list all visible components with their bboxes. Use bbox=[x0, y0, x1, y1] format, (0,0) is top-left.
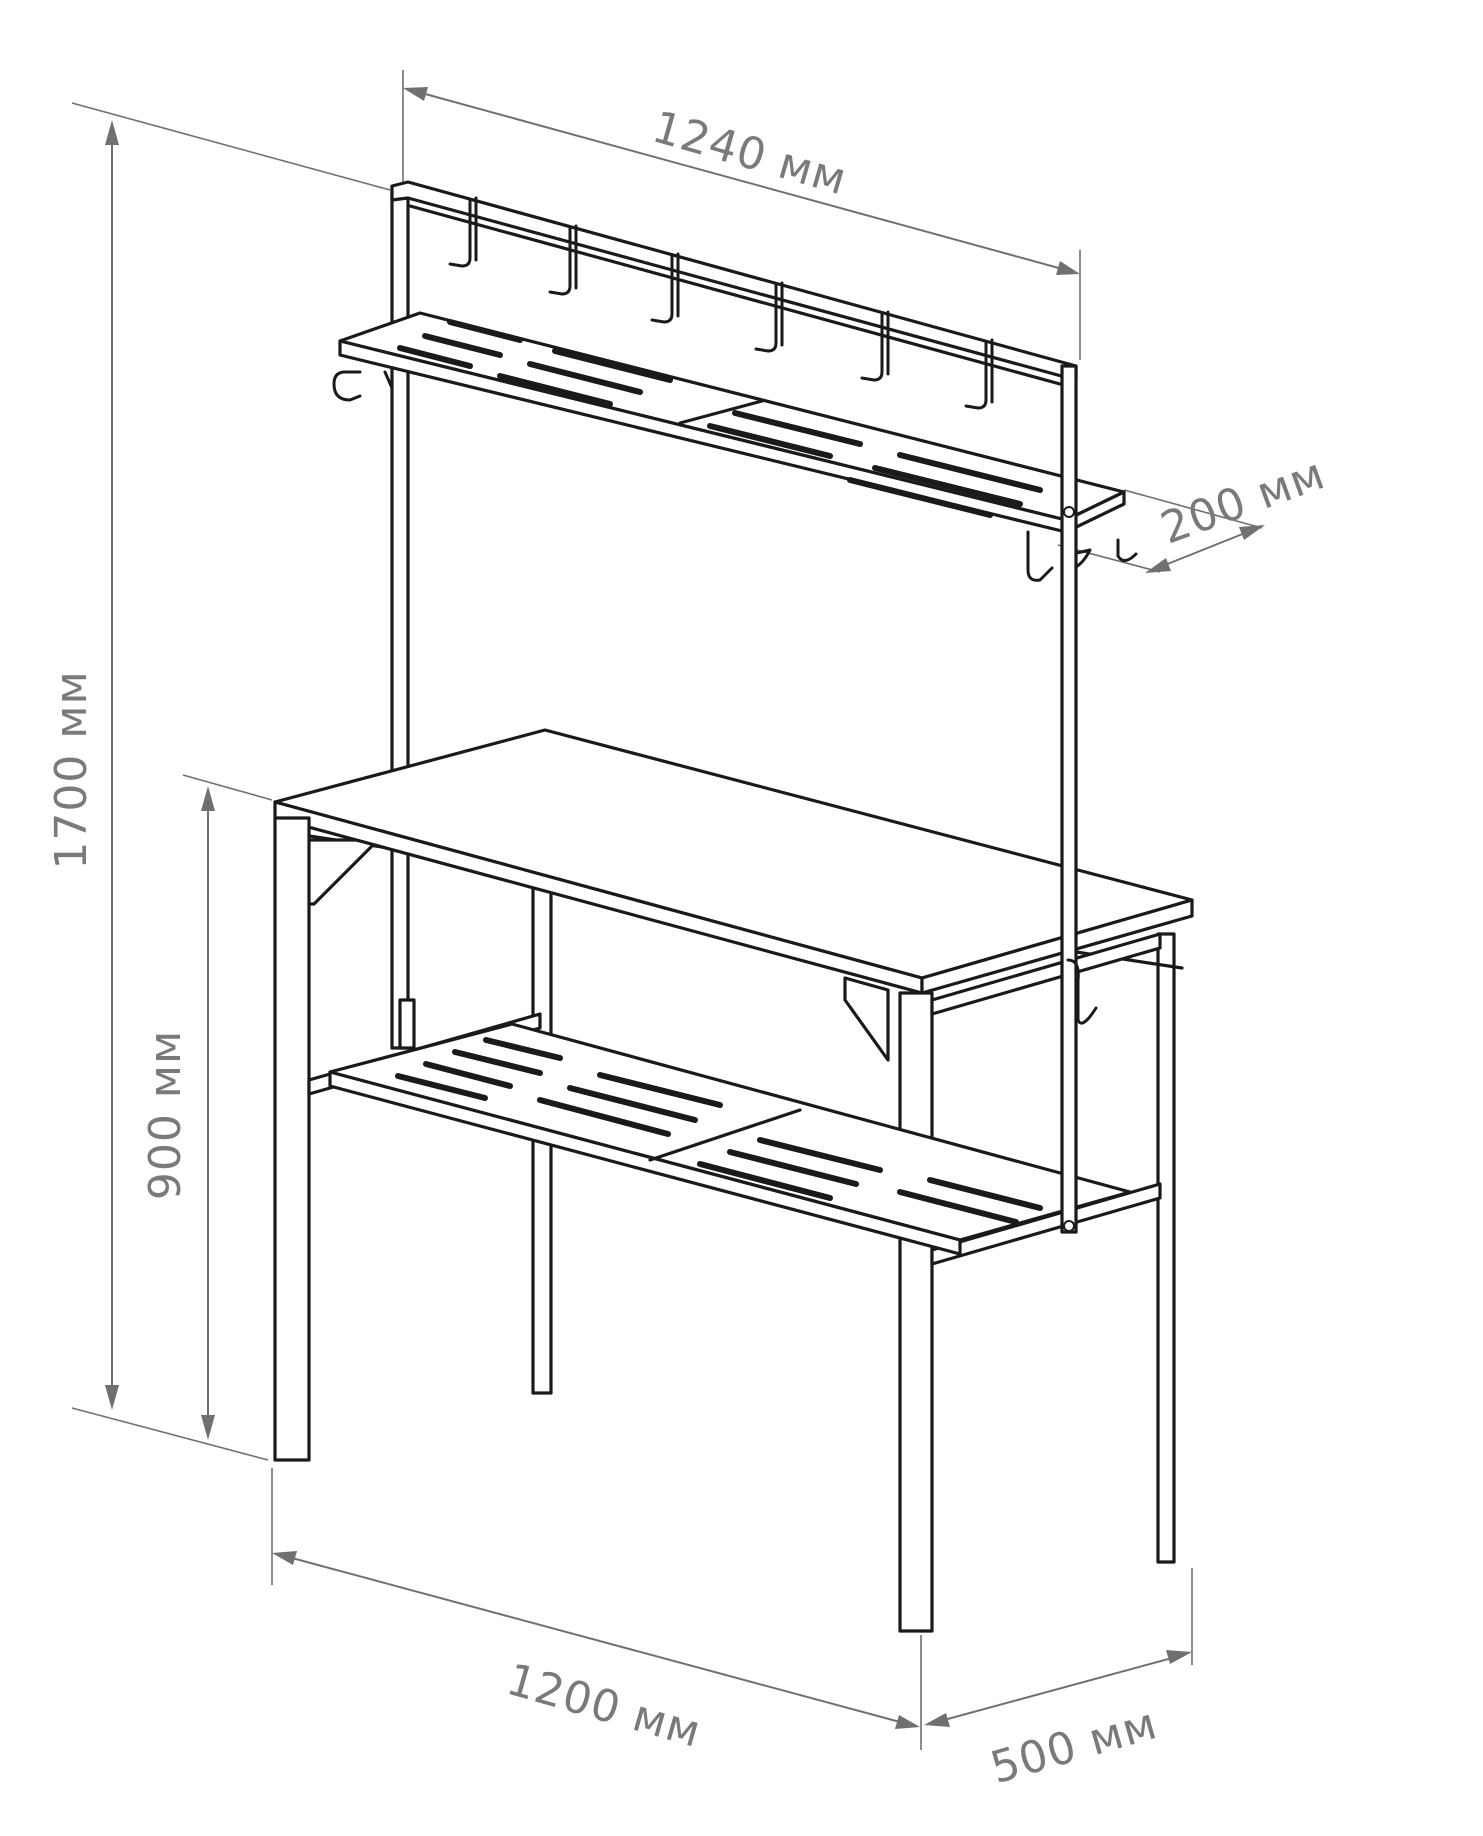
ext-line-shelf-depth bbox=[1123, 489, 1263, 529]
shelf-slot bbox=[452, 1049, 543, 1076]
shelf-slot bbox=[567, 1085, 698, 1123]
label-total-height: 1700 мм bbox=[46, 670, 97, 869]
right-upper-side-rail bbox=[930, 932, 1162, 1016]
dim-line-table-width bbox=[291, 1557, 901, 1723]
ext-line-table-top bbox=[182, 774, 273, 801]
shelf-slot bbox=[727, 1149, 859, 1187]
upper-shelf-front-edge bbox=[338, 339, 1068, 534]
shelf-slot bbox=[732, 410, 863, 447]
arrowhead bbox=[924, 1713, 950, 1727]
ext-line-height-bottom bbox=[71, 1407, 269, 1461]
shelf-slot bbox=[447, 319, 523, 343]
shelf-slot bbox=[552, 348, 673, 383]
bolt-icon bbox=[1063, 506, 1075, 518]
left-post-foot bbox=[398, 998, 416, 1050]
shelf-slot bbox=[397, 345, 473, 369]
arrowhead bbox=[1145, 558, 1171, 573]
dimension-lines bbox=[71, 70, 1265, 1750]
label-table-width: 1200 мм bbox=[501, 1654, 707, 1758]
shelf-slot bbox=[757, 1137, 883, 1173]
right-upright bbox=[1060, 364, 1098, 1234]
arrowhead bbox=[201, 786, 215, 811]
hook-icon bbox=[383, 370, 394, 390]
arrowhead bbox=[272, 1551, 297, 1565]
hook-icon bbox=[964, 340, 988, 410]
shelf-slot bbox=[897, 452, 1043, 493]
lower-shelf bbox=[328, 1022, 1132, 1256]
shelf-slot bbox=[483, 1037, 563, 1061]
dim-line-table-depth bbox=[943, 1657, 1173, 1721]
label-top-width: 1240 мм bbox=[647, 102, 853, 206]
hook-icon bbox=[754, 283, 778, 353]
shelf-slot bbox=[697, 1161, 833, 1201]
upper-shelf bbox=[338, 311, 1126, 534]
lower-shelf-seam bbox=[648, 1108, 802, 1162]
shelf-slot bbox=[497, 373, 613, 407]
right-post bbox=[1060, 364, 1078, 1234]
arrowhead bbox=[201, 1415, 215, 1440]
dim-line-top-width bbox=[417, 91, 1067, 271]
arrowhead bbox=[1056, 261, 1080, 275]
arrowhead bbox=[105, 1385, 119, 1410]
shelf-slot bbox=[927, 1177, 1043, 1211]
shelf-slot bbox=[422, 333, 503, 358]
lower-shelf-front-edge bbox=[328, 1070, 962, 1256]
top-rail-hooks bbox=[448, 196, 994, 410]
shelf-slot bbox=[527, 361, 643, 395]
hook-icon bbox=[548, 226, 572, 296]
upper-shelf-seam bbox=[678, 399, 764, 425]
arrowhead bbox=[403, 87, 428, 101]
hook-icon bbox=[332, 370, 362, 402]
hook-icon bbox=[1116, 538, 1138, 562]
shelf-slot bbox=[597, 1072, 723, 1108]
arrowhead bbox=[1239, 525, 1265, 540]
back-right-leg bbox=[1156, 932, 1176, 1564]
shelf-slot bbox=[423, 1061, 513, 1089]
label-shelf-depth: 200 мм bbox=[1154, 448, 1332, 554]
front-left-leg bbox=[273, 816, 311, 1462]
label-table-depth: 500 мм bbox=[985, 1698, 1163, 1794]
ext-line-height-top bbox=[71, 102, 391, 191]
arrowhead bbox=[105, 120, 119, 145]
hook-icon bbox=[448, 198, 472, 268]
shelf-slot bbox=[537, 1097, 671, 1137]
top-rail-inner bbox=[408, 204, 1062, 386]
shelf-slot bbox=[395, 1073, 488, 1101]
right-brace bbox=[843, 976, 890, 1062]
hook-icon bbox=[1026, 530, 1054, 582]
label-table-height: 900 мм bbox=[140, 1030, 191, 1200]
shelf-slot bbox=[707, 423, 833, 459]
arrowhead bbox=[895, 1715, 920, 1729]
side-hook-icon bbox=[1066, 958, 1098, 1025]
hook-icon bbox=[650, 254, 674, 324]
shelf-slot bbox=[872, 465, 1023, 507]
hook-icon bbox=[860, 312, 884, 382]
table-side-edge bbox=[920, 898, 1194, 995]
left-brace bbox=[298, 838, 380, 906]
shelf-slot bbox=[897, 1189, 1019, 1225]
front-right-leg bbox=[898, 991, 934, 1633]
shelf-slot bbox=[847, 477, 993, 518]
arrowhead bbox=[1166, 1650, 1192, 1664]
bolt-icon bbox=[1063, 1220, 1075, 1232]
dim-line-shelf-depth bbox=[1164, 532, 1246, 566]
